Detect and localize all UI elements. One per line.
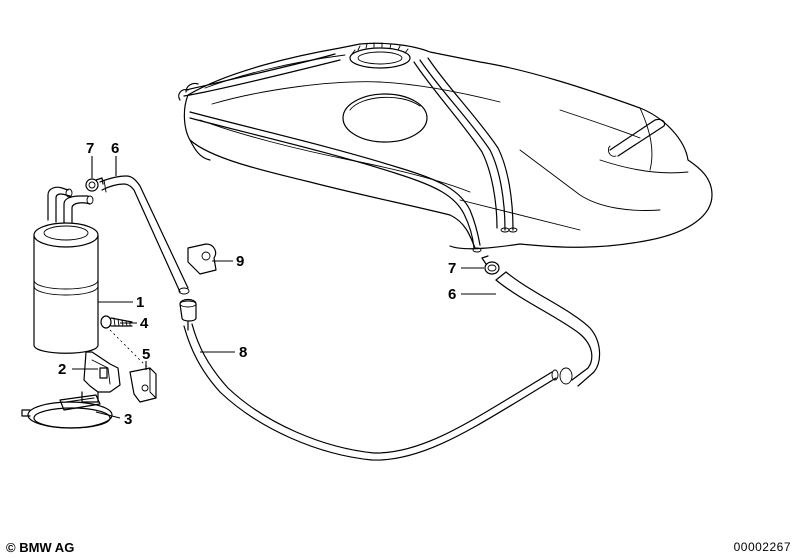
screw — [100, 315, 133, 329]
image-number: 00002267 — [733, 540, 791, 554]
label-part-7-right: 7 — [448, 260, 456, 277]
fuel-tank — [178, 42, 713, 253]
holder-clip — [187, 243, 217, 275]
vent-hose-right — [481, 255, 601, 387]
label-part-9: 9 — [236, 253, 244, 270]
label-part-8: 8 — [239, 344, 247, 361]
vent-hose-upper — [99, 175, 190, 295]
copyright-text: © BMW AG — [6, 540, 75, 555]
label-part-1: 1 — [136, 294, 144, 311]
label-part-4: 4 — [140, 315, 149, 332]
hose-clip-upper — [85, 177, 104, 192]
label-part-6-right: 6 — [448, 286, 456, 303]
clip-nut — [109, 329, 157, 403]
part-number-labels: 1 2 3 4 5 6 6 7 7 8 9 — [58, 140, 456, 428]
label-part-2: 2 — [58, 361, 66, 378]
hose-clamp — [21, 394, 113, 429]
label-part-5: 5 — [142, 346, 150, 363]
leader-lines — [72, 156, 496, 419]
canister-bracket — [81, 351, 121, 403]
label-part-7-upper: 7 — [86, 140, 94, 157]
label-part-6-upper: 6 — [111, 140, 119, 157]
activated-charcoal-canister — [33, 186, 99, 354]
vent-line-long — [179, 298, 559, 461]
label-part-3: 3 — [124, 411, 132, 428]
